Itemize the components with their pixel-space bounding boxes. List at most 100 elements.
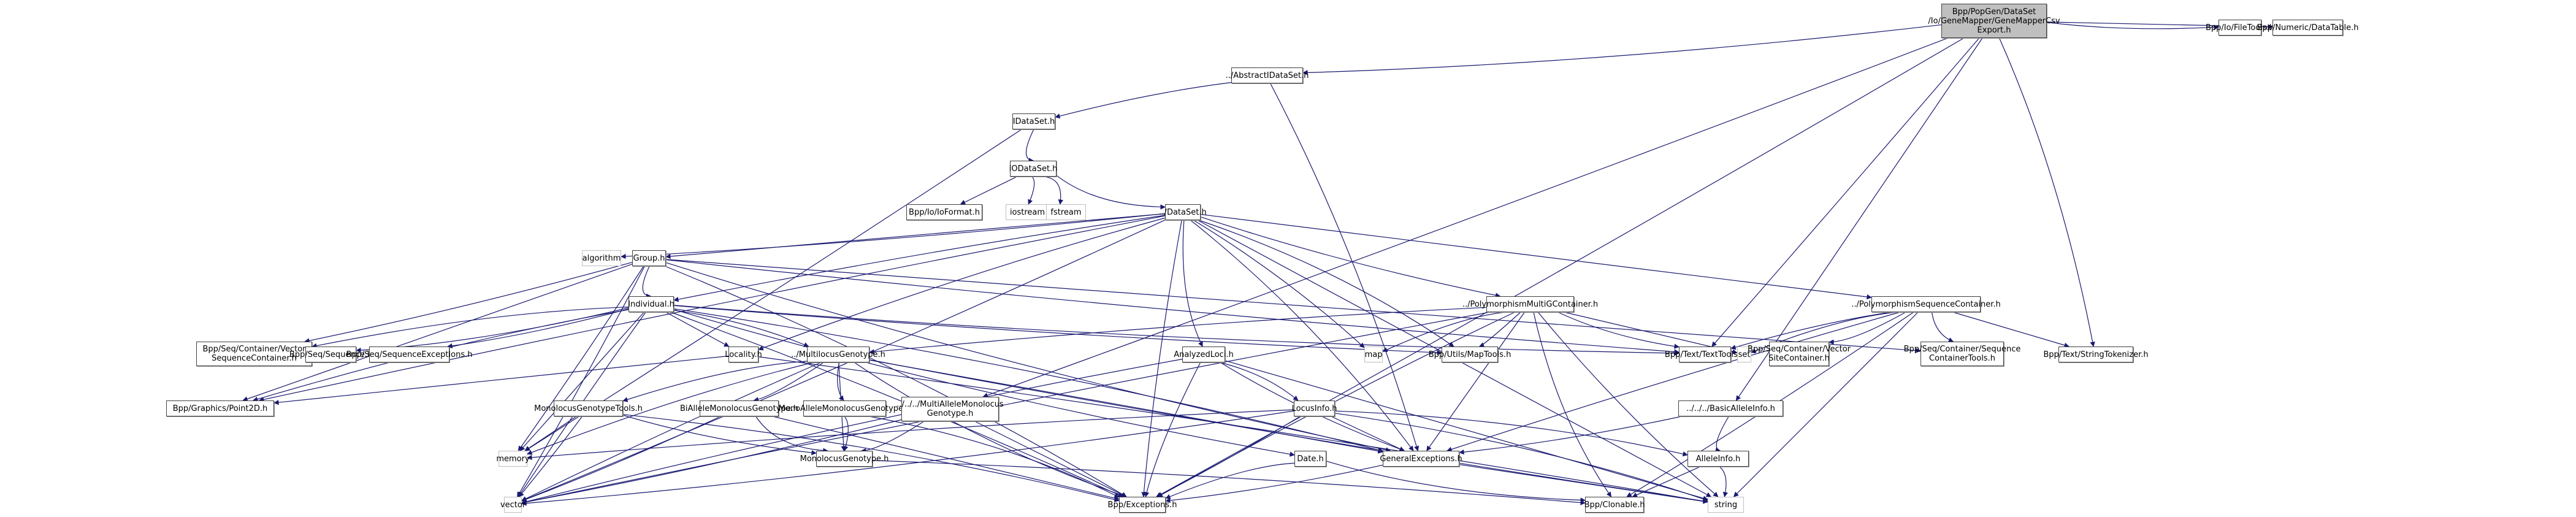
node-iodataset[interactable]: IODataSet.h bbox=[1009, 161, 1057, 177]
node-iostream: iostream bbox=[1006, 204, 1049, 220]
edge-dataset-to-map bbox=[1193, 220, 1365, 348]
edge-root-to-exceptions bbox=[1156, 37, 1965, 497]
node-locality[interactable]: Locality.h bbox=[725, 347, 762, 362]
edge-multilocusgenotype-to-generalexceptions bbox=[869, 359, 1383, 454]
edge-dataset-to-individual bbox=[673, 215, 1166, 302]
edge-locusinfo-to-memory bbox=[527, 409, 1294, 461]
edge-polyseq-to-stringtokenizer bbox=[1952, 312, 2070, 348]
edge-polymultig-to-multilocusgenotype bbox=[869, 307, 1487, 354]
edge-generalexceptions-to-exceptions bbox=[1165, 464, 1383, 504]
node-fstream: fstream bbox=[1046, 204, 1086, 220]
edge-dataset-to-locality bbox=[758, 217, 1166, 351]
edge-individual-to-texttools bbox=[673, 305, 1680, 356]
edge-generalexceptions-to-string bbox=[1459, 464, 1708, 504]
node-sequence[interactable]: Bpp/Seq/Sequence.h bbox=[289, 347, 372, 362]
node-analyzedloci[interactable]: AnalyzedLoci.h bbox=[1174, 347, 1234, 362]
node-texttools[interactable]: Bpp/Text/TextTools.h bbox=[1665, 347, 1745, 362]
edge-alleleinfo-to-clonable bbox=[1632, 466, 1700, 497]
node-alleleinfo[interactable]: AlleleInfo.h bbox=[1687, 451, 1749, 467]
edge-monolocustools-to-monolocusgenotype bbox=[622, 415, 817, 456]
edge-analyzedloci-to-vector bbox=[521, 359, 1183, 505]
node-basicalleleinfo[interactable]: ../../../BasicAlleleInfo.h bbox=[1678, 400, 1783, 416]
edge-multilocusgenotype-to-memory bbox=[527, 362, 814, 455]
edge-dataset-to-exceptions bbox=[1141, 220, 1182, 497]
edge-individual-to-multilocusgenotype bbox=[673, 310, 809, 347]
edge-group-to-texttools bbox=[665, 259, 1680, 354]
edge-monolocustools-to-vector bbox=[519, 416, 583, 497]
node-monolocusgenotype[interactable]: MonolocusGenotype.h bbox=[800, 451, 889, 467]
edge-group-to-point2d bbox=[242, 264, 633, 402]
node-abstractidataset[interactable]: ../AbstractIDataSet.h bbox=[1226, 67, 1309, 83]
edge-polymultig-to-generalexceptions bbox=[1426, 312, 1525, 451]
edge-root-to-filetools bbox=[2046, 21, 2219, 30]
node-vectorsequencecontainer[interactable]: Bpp/Seq/Container/Vector SequenceContain… bbox=[196, 342, 312, 366]
node-individual[interactable]: Individual.h bbox=[628, 296, 675, 312]
edge-analyzedloci-to-locusinfo bbox=[1220, 362, 1299, 401]
edge-biallele-to-vector bbox=[521, 416, 721, 502]
node-memory: memory bbox=[496, 451, 530, 467]
node-ioformat[interactable]: Bpp/Io/IoFormat.h bbox=[906, 204, 982, 220]
node-monolocusgenotypetools[interactable]: MonolocusGenotypeTools.h bbox=[534, 400, 643, 416]
node-generalexceptions[interactable]: GeneralExceptions.h bbox=[1380, 451, 1462, 467]
edge-root-to-abstractidataset bbox=[1302, 24, 1942, 75]
edge-polymultig-to-string bbox=[1537, 312, 1719, 497]
edge-iodataset-to-dataset bbox=[1056, 175, 1166, 210]
edge-dataset-to-polymultig bbox=[1200, 216, 1501, 298]
node-multilocusgenotype[interactable]: ../MultilocusGenotype.h bbox=[791, 347, 885, 362]
edge-locality-to-point2d bbox=[273, 355, 729, 405]
node-clonable[interactable]: Bpp/Clonable.h bbox=[1584, 497, 1645, 513]
node-sequenceexceptions[interactable]: Bpp/Seq/SequenceExceptions.h bbox=[346, 347, 472, 362]
edge-multilocusgenotype-to-monoallele bbox=[837, 362, 844, 401]
node-exceptions[interactable]: Bpp/Exceptions.h bbox=[1108, 497, 1177, 513]
node-maptools[interactable]: Bpp/Utils/MapTools.h bbox=[1429, 347, 1511, 362]
node-point2d[interactable]: Bpp/Graphics/Point2D.h bbox=[166, 400, 274, 416]
edge-group-to-vector bbox=[517, 266, 645, 497]
edge-monolocustools-to-memory bbox=[524, 416, 577, 451]
edge-biallele-to-monolocusgenotype bbox=[755, 416, 828, 453]
edge-analyzedloci-to-exceptions bbox=[1144, 362, 1201, 497]
edge-monoallele-to-monolocusgenotype bbox=[843, 416, 849, 451]
edge-multilocusgenotype-to-vector bbox=[521, 362, 822, 501]
node-sequencecontainertools[interactable]: Bpp/Seq/Container/Sequence ContainerTool… bbox=[1904, 342, 2020, 366]
node-date[interactable]: Date.h bbox=[1294, 451, 1326, 467]
edge-multilocusgenotype-to-exceptions bbox=[854, 362, 1127, 498]
edge-locusinfo-to-generalexceptions bbox=[1331, 416, 1405, 451]
node-polymorphismsequencecontainer[interactable]: ../PolymorphismSequenceContainer.h bbox=[1851, 296, 2001, 312]
node-monoallelemonolocusgenotype[interactable]: MonoAlleleMonolocusGenotype.h bbox=[779, 400, 911, 416]
edge-individual-to-memory bbox=[519, 312, 644, 451]
node-group[interactable]: Group.h bbox=[632, 250, 666, 266]
node-stringtokenizer[interactable]: Bpp/Text/StringTokenizer.h bbox=[2043, 347, 2149, 362]
node-biallelemonolocusgenotype[interactable]: BiAlleleMonolocusGenotype.h bbox=[680, 400, 798, 416]
edge-dataset-to-generalexceptions bbox=[1190, 220, 1414, 451]
edge-dataset-to-maptools bbox=[1199, 220, 1454, 347]
node-vectorsitecontainer[interactable]: Bpp/Seq/Container/Vector SiteContainer.h bbox=[1748, 342, 1851, 366]
node-polymorphismmultigcontainer[interactable]: ../PolymorphismMultiGContainer.h bbox=[1462, 296, 1598, 312]
node-map: map bbox=[1364, 347, 1383, 362]
edge-polymultig-to-map bbox=[1382, 312, 1506, 352]
edge-group-to-individual bbox=[642, 266, 652, 299]
node-root-genemappercsvexport: Bpp/PopGen/DataSet /Io/GeneMapper/GeneMa… bbox=[1928, 4, 2060, 38]
edge-individual-to-vectorseqcontainer bbox=[311, 307, 629, 348]
edge-polymultig-to-clonable bbox=[1533, 312, 1612, 497]
edge-analyzedloci-to-string bbox=[1225, 360, 1708, 501]
edge-multiallele-to-vector bbox=[521, 419, 902, 505]
edge-individual-to-maptools bbox=[673, 305, 1442, 356]
node-string: string bbox=[1708, 497, 1744, 513]
edge-basicalleleinfo-to-generalexceptions bbox=[1459, 416, 1682, 455]
node-idataset[interactable]: IDataSet.h bbox=[1012, 113, 1055, 129]
node-datatable[interactable]: Bpp/Numeric/DataTable.h bbox=[2257, 20, 2358, 36]
node-multiallelemonolocusgenotype[interactable]: ../../../MultiAlleleMonolocus Genotype.h bbox=[896, 397, 1004, 421]
edge-dataset-to-group bbox=[665, 213, 1166, 259]
edge-polymultig-to-texttools bbox=[1557, 312, 1680, 349]
edge-polyseq-to-string bbox=[1733, 312, 1919, 497]
edge-locusinfo-to-string bbox=[1334, 413, 1708, 502]
edge-group-to-seqcontainertools bbox=[665, 259, 1921, 353]
edge-group-to-generalexceptions bbox=[665, 262, 1391, 453]
edge-polyseq-to-texttools bbox=[1730, 312, 1891, 350]
node-filetools[interactable]: Bpp/Io/FileTools.h bbox=[2206, 20, 2274, 36]
edge-root-to-stringtokenizer bbox=[1998, 37, 2095, 347]
node-dataset[interactable]: ../DataSet.h bbox=[1159, 204, 1207, 220]
node-locusinfo[interactable]: LocusInfo.h bbox=[1292, 400, 1337, 416]
edge-monolocustools-to-exceptions bbox=[622, 414, 1120, 502]
edge-biallele-to-exceptions bbox=[772, 416, 1120, 501]
